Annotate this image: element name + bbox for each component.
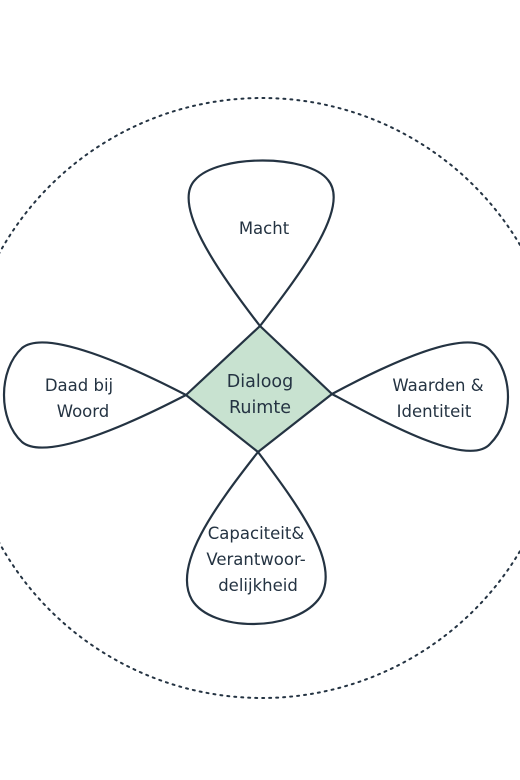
- petal-left-label-line-1: Daad bij: [45, 376, 113, 395]
- center-label-line-2: Ruimte: [229, 398, 291, 418]
- petal-bottom: [185, 450, 327, 625]
- petal-top-label: Macht: [239, 219, 290, 238]
- center-label-line-1: Dialoog: [227, 372, 293, 392]
- petal-top: [187, 159, 335, 328]
- petal-left: [3, 341, 188, 449]
- petal-bottom-label-line-3: delijkheid: [218, 576, 298, 595]
- outer-dotted-circle: [0, 97, 520, 699]
- petal-right: [330, 341, 509, 452]
- petal-bottom-label-line-2: Verantwoor-: [206, 550, 305, 569]
- center-diamond: [184, 324, 334, 454]
- petal-right-label-line-2: Identiteit: [397, 402, 472, 421]
- petal-left-label-line-2: Woord: [57, 402, 110, 421]
- petal-bottom-label-line-1: Capaciteit&: [208, 524, 305, 543]
- petal-right-label-line-1: Waarden &: [392, 376, 483, 395]
